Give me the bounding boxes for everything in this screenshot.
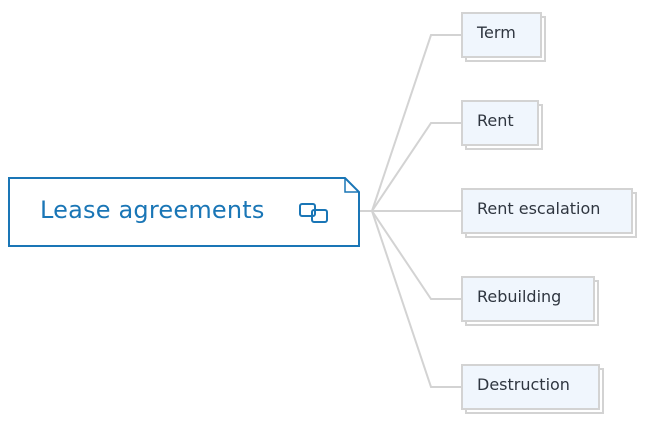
child-topic-box	[461, 12, 542, 58]
root-topic-label: Lease agreements	[40, 196, 265, 224]
child-topic-box	[461, 100, 539, 146]
child-topic-label: Rent	[477, 111, 514, 130]
connector-rent	[371, 122, 461, 212]
child-topic-term[interactable]: Term	[461, 12, 546, 62]
child-topic-label: Rebuilding	[477, 287, 562, 306]
child-topic-box	[461, 276, 595, 322]
connector-term	[371, 34, 461, 212]
root-topic-frame	[8, 177, 360, 247]
child-topic-box	[461, 364, 600, 410]
child-topic-label: Destruction	[477, 375, 570, 394]
child-topic-label: Rent escalation	[477, 199, 601, 218]
child-topic-box	[461, 188, 633, 234]
child-topic-rent[interactable]: Rent	[461, 100, 543, 150]
child-topic-rebuilding[interactable]: Rebuilding	[461, 276, 599, 326]
connector-rebuilding	[371, 210, 461, 300]
root-topic[interactable]: Lease agreements	[8, 177, 360, 247]
linked-topic-icon[interactable]	[298, 202, 330, 224]
connector-destruction	[371, 210, 461, 388]
child-topic-label: Term	[477, 23, 516, 42]
child-topic-destruction[interactable]: Destruction	[461, 364, 604, 414]
child-topic-rent-escalation[interactable]: Rent escalation	[461, 188, 637, 238]
